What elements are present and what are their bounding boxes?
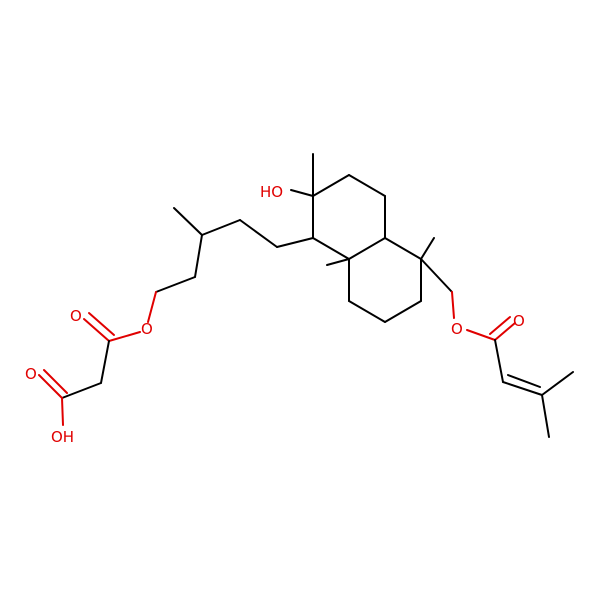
carbonyl-double-bond: [43, 369, 68, 394]
methyl-bond: [541, 371, 574, 396]
bond: [348, 237, 386, 260]
alkene-double-bond: [507, 374, 541, 388]
bond: [348, 300, 386, 323]
bond: [494, 339, 504, 383]
methyl-bond: [420, 237, 435, 260]
bond: [61, 382, 102, 399]
senecioate-bonds: [451, 291, 574, 438]
malonate-bonds: [38, 312, 141, 426]
ring-b-bonds: [348, 237, 422, 323]
methyl-bond: [541, 394, 550, 438]
bond: [312, 237, 350, 260]
hydroxyl-label: HO: [260, 183, 283, 201]
bond: [239, 219, 278, 248]
bond: [194, 234, 203, 278]
side-chain-bonds: [147, 207, 314, 323]
ester-oxygen-label: O: [141, 320, 153, 338]
ring-a-bonds: [312, 174, 386, 260]
bond-to-oxygen: [466, 329, 496, 341]
carbonyl-double-bond: [494, 322, 516, 341]
bond-to-oxygen: [451, 291, 455, 319]
acid-carbonyl-oxygen-label: O: [25, 365, 37, 383]
bond-to-oxygen: [147, 291, 157, 323]
methyl-bond: [173, 207, 203, 236]
bond: [384, 300, 422, 323]
bond: [100, 340, 110, 384]
ring-substituents: [290, 153, 453, 293]
hydroxyl-bond: [290, 189, 314, 197]
bond: [201, 219, 241, 236]
carbonyl-oxygen-label: O: [513, 312, 525, 330]
ch2-bond: [420, 258, 453, 293]
alkene-double-bond: [502, 381, 543, 396]
carbonyl-double-bond: [489, 316, 511, 335]
bond: [384, 237, 422, 260]
ester-oxygen-label: O: [451, 320, 463, 338]
carbonyl-double-bond: [88, 312, 115, 336]
acid-hydroxyl-label: OH: [51, 428, 74, 446]
carbonyl-oxygen-label: O: [70, 307, 82, 325]
bond-to-oxygen: [61, 397, 64, 426]
carbonyl-double-bond: [83, 318, 110, 342]
bond: [312, 174, 350, 197]
bond: [155, 276, 196, 293]
bond: [276, 237, 314, 248]
bond-to-oxygen: [108, 331, 141, 342]
carbonyl-double-bond: [38, 374, 63, 399]
bond: [348, 174, 386, 197]
methyl-bond: [326, 258, 350, 266]
